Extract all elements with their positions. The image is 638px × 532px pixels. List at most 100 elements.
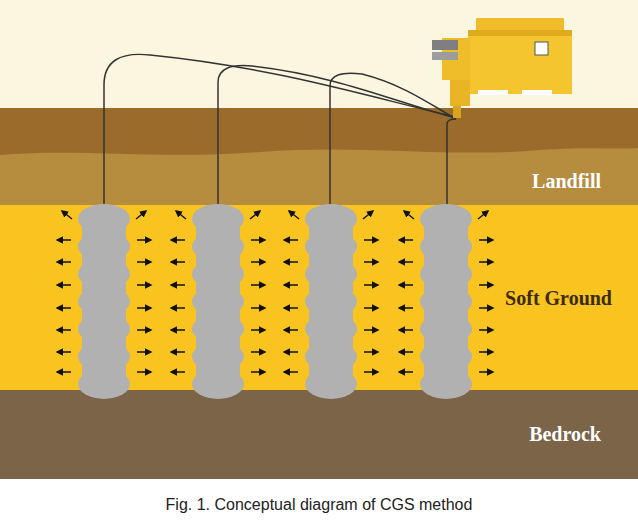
pipe (218, 66, 456, 207)
machine-nozzle (453, 106, 461, 118)
pressure-arrow (404, 211, 414, 219)
pressure-arrow (57, 351, 71, 353)
pressure-arrow (284, 371, 298, 373)
pressure-arrow (284, 261, 298, 263)
pressure-arrow (137, 329, 151, 331)
column-bulb (78, 204, 130, 234)
pressure-arrow (251, 284, 265, 286)
grout-column (305, 204, 357, 399)
soft-ground-layer: Soft Ground (0, 205, 638, 390)
pressure-arrow (171, 351, 185, 353)
machine-step (450, 80, 470, 106)
pressure-arrow (479, 329, 493, 331)
column-bulb (78, 259, 130, 289)
pressure-arrow (57, 239, 71, 241)
soft-ground-fill (0, 205, 638, 391)
pressure-arrow (137, 284, 151, 286)
pipe (330, 73, 456, 207)
column-bulb (78, 287, 130, 317)
pressure-arrow (399, 329, 413, 331)
landfill-light-band (0, 148, 638, 206)
grout-column (192, 204, 244, 399)
machine-hood (476, 18, 564, 32)
pressure-arrow (251, 239, 265, 241)
pressure-arrow (171, 261, 185, 263)
machine-foot (478, 90, 508, 95)
layer-label: Soft Ground (505, 285, 612, 311)
column-bulb (192, 369, 244, 399)
column-bulb (78, 314, 130, 344)
pressure-arrow (137, 371, 151, 373)
column-bulb (305, 314, 357, 344)
column-bulb (420, 259, 472, 289)
pressure-arrow (251, 351, 265, 353)
pressure-arrow (57, 371, 71, 373)
pressure-arrow (289, 211, 299, 219)
pipe (104, 54, 456, 207)
pressure-arrow (479, 351, 493, 353)
pressure-arrow (364, 351, 378, 353)
machine-body (468, 30, 572, 94)
landfill-fill (0, 108, 638, 206)
layer-label: Landfill (532, 168, 601, 194)
column-bulb (192, 204, 244, 234)
machine-screen (535, 42, 548, 55)
pressure-arrow (62, 211, 72, 219)
column-bulb (305, 204, 357, 234)
bedrock-layer: Bedrock (0, 390, 638, 478)
pressure-arrow (364, 371, 378, 373)
column-bulb (420, 232, 472, 262)
pressure-arrow (399, 351, 413, 353)
pressure-arrow (399, 261, 413, 263)
pressure-arrow (399, 239, 413, 241)
pressure-arrow (251, 329, 265, 331)
pressure-arrow (478, 211, 488, 219)
pressure-arrow (176, 211, 186, 219)
pressure-arrow (171, 284, 185, 286)
grout-pipes (104, 54, 456, 207)
column-bulb (192, 342, 244, 372)
column-bulb (78, 369, 130, 399)
column-bulb (192, 287, 244, 317)
pressure-arrow (250, 211, 260, 219)
pressure-arrow (364, 307, 378, 309)
layer-label: Bedrock (529, 421, 601, 447)
column-bulb (305, 342, 357, 372)
pressure-arrow (171, 307, 185, 309)
pressure-arrow (251, 307, 265, 309)
column-bulb (420, 204, 472, 234)
pressure-arrow (136, 211, 146, 219)
pressure-arrow (364, 284, 378, 286)
column-bulb (78, 232, 130, 262)
pressure-arrow (57, 307, 71, 309)
pressure-arrow (57, 329, 71, 331)
pressure-arrow (479, 371, 493, 373)
machine-shade (468, 30, 572, 36)
column-bulb (305, 369, 357, 399)
pressure-arrow (171, 239, 185, 241)
pressure-arrow (137, 351, 151, 353)
column-bulb (420, 287, 472, 317)
pressure-arrow (284, 351, 298, 353)
column-bulb (305, 259, 357, 289)
pressure-arrow (137, 239, 151, 241)
pressure-arrow (399, 371, 413, 373)
pressure-arrow (479, 261, 493, 263)
pressure-arrow (57, 284, 71, 286)
landfill-layer: Landfill (0, 108, 638, 206)
column-bulb (192, 232, 244, 262)
column-bulb (420, 369, 472, 399)
column-bulb (305, 232, 357, 262)
machine-part (432, 52, 458, 60)
pressure-arrow (137, 261, 151, 263)
pressure-arrow (479, 284, 493, 286)
pressure-arrow (399, 284, 413, 286)
pressure-arrow (171, 329, 185, 331)
column-bulb (420, 314, 472, 344)
pressure-arrow (284, 239, 298, 241)
pressure-arrow (364, 261, 378, 263)
machine-part (432, 40, 458, 50)
grout-column (420, 204, 472, 399)
column-bulb (305, 287, 357, 317)
